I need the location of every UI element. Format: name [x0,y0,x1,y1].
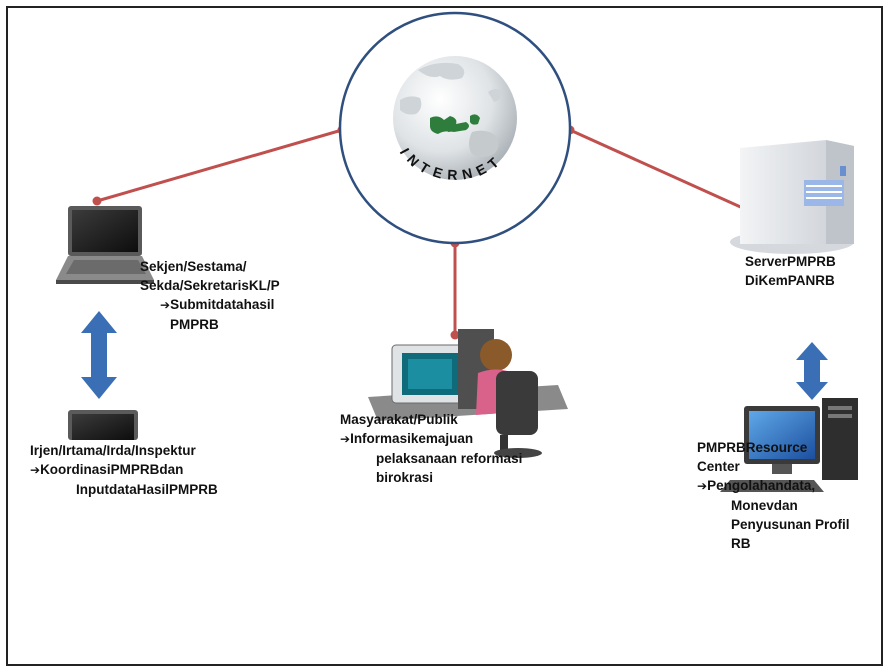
sekjen-label: Sekjen/Sestama/ Sekda/SekretarisKL/P ➔Su… [140,257,280,334]
resource-line-6: RB [731,536,751,551]
sekjen-line-2: Sekda/SekretarisKL/P [140,278,280,293]
resource-center-label: PMPRBResource Center ➔Pengolahandata, Mo… [697,438,850,553]
internet-letter: N [460,165,473,183]
resource-line-2: Center [697,459,740,474]
connector-node [450,330,460,340]
double-arrow-icon [81,311,117,399]
resource-line-1: PMPRBResource [697,440,808,455]
irjen-arrow-row: ➔KoordinasiPMPRBdan [30,460,218,480]
resource-line-3: Pengolahandata, [707,478,816,493]
laptop-icon [68,410,138,440]
resource-arrow-row: ➔Pengolahandata, [697,476,850,496]
connector-node [92,196,102,206]
laptop-icon [56,206,154,284]
internet-letter: E [431,163,445,181]
irjen-line-2: KoordinasiPMPRBdan [40,462,184,477]
irjen-line-3: InputdataHasilPMPRB [76,482,218,497]
connector-server [569,128,746,211]
server-line-2: DiKemPANRB [745,273,835,288]
server-icon [730,140,854,254]
globe-icon [393,56,517,180]
server-line-1: ServerPMPRB [745,254,836,269]
irjen-label: Irjen/Irtama/Irda/Inspektur ➔KoordinasiP… [30,441,218,499]
irjen-line-1: Irjen/Irtama/Irda/Inspektur [30,443,196,458]
arrow-right-icon: ➔ [340,432,351,446]
internet-letter: I [397,145,413,156]
masyarakat-line-3: pelaksanaan reformasi [376,451,523,466]
sekjen-arrow-row: ➔Submitdatahasil [140,295,280,315]
connector-laptop-top [96,128,343,203]
desktop-computer-icon [720,398,858,492]
masyarakat-line-4: birokrasi [376,470,434,485]
server-label: ServerPMPRB DiKemPANRB [745,252,836,290]
sekjen-line-3: Submitdatahasil [170,297,275,312]
sekjen-line-1: Sekjen/Sestama/ [140,259,247,274]
masyarakat-line-2: Informasikemajuan [350,431,474,446]
masyarakat-line-1: Masyarakat/Publik [340,412,458,427]
internet-letter: R [447,166,458,182]
internet-globe [338,11,572,245]
arrow-right-icon: ➔ [160,298,171,312]
arrow-right-icon: ➔ [697,479,708,493]
masyarakat-arrow-row: ➔Informasikemajuan [340,429,522,449]
person-at-computer-icon [368,329,568,458]
masyarakat-label: Masyarakat/Publik ➔Informasikemajuan pel… [340,410,522,487]
double-arrow-icon [796,342,828,400]
arrow-right-icon: ➔ [30,463,41,477]
resource-line-5: Penyusunan Profil [731,517,850,532]
resource-line-4: Monevdan [731,498,798,513]
sekjen-line-4: PMPRB [170,317,219,332]
